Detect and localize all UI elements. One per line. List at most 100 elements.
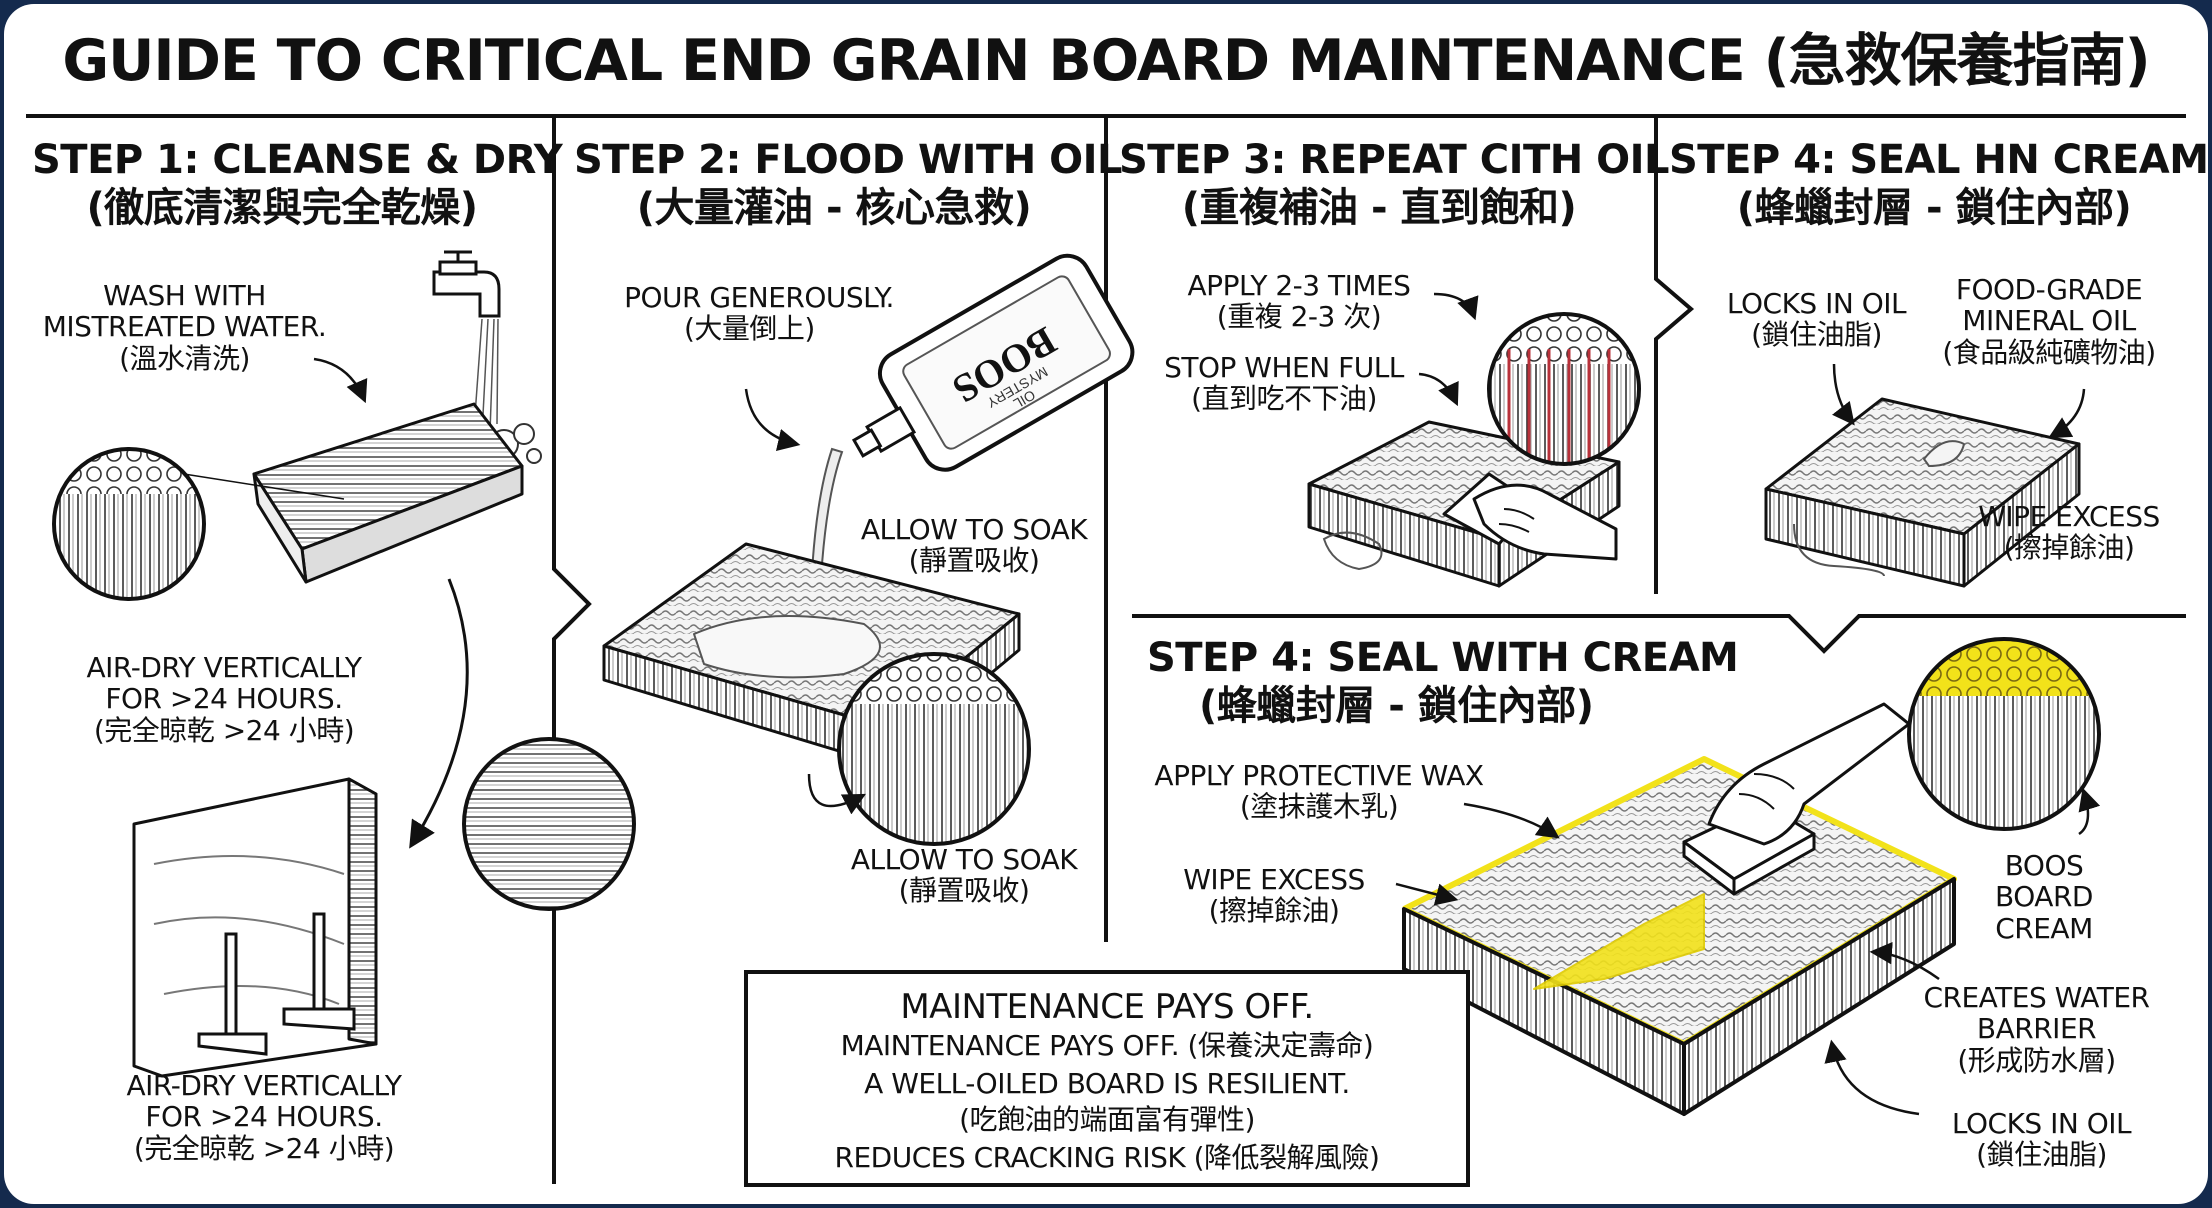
step3-apply-zh: (重複 2-3 次) <box>1216 300 1382 334</box>
step2-soak-en: ALLOW TO SOAK <box>860 513 1088 546</box>
wax-applicator-hand-icon <box>1682 702 1911 896</box>
oil-spill <box>1793 523 1885 577</box>
step1-wash-label: WASH WITH MISTREATED WATER. (溫水清洗) <box>32 280 337 374</box>
step3-stop-en: STOP WHEN FULL <box>1164 351 1404 384</box>
step4a-wipe-zh: (擦掉餘油) <box>2003 531 2135 565</box>
step2-pour-label: POUR GENEROUSLY. (大量倒上) <box>604 282 914 345</box>
step3-heading-zh: (重複補油 - 直到飽和) <box>1181 185 1577 231</box>
summary-box <box>744 970 1470 1187</box>
step3-apply-en: APPLY 2-3 TIMES <box>1187 269 1411 302</box>
step1-heading-zh: (徹底清潔與完全乾燥) <box>86 185 478 231</box>
arrow-stop-full <box>1418 372 1459 407</box>
step4b-apply-en: APPLY PROTECTIVE WAX <box>1154 759 1484 792</box>
arrow-food-grade <box>2048 388 2086 439</box>
step3-stop-label: STOP WHEN FULL (直到吃不下油) <box>1149 352 1419 415</box>
cream-board-small <box>1764 397 2081 588</box>
step4b-barrier-en-2: BARRIER <box>1976 1012 2097 1046</box>
step2-soak-label: ALLOW TO SOAK (靜置吸收) <box>844 514 1104 577</box>
step4b-cream-1: BOOS <box>2004 849 2084 882</box>
step3-apply-label: APPLY 2-3 TIMES (重複 2-3 次) <box>1159 270 1439 333</box>
drying-board <box>132 777 378 1078</box>
oil-bottle-icon: BOOS MYSTERY OIL <box>851 253 1135 472</box>
step1-airdry2-zh: (完全晾乾 >24 小時) <box>133 1131 395 1165</box>
oil-puddle <box>1322 531 1383 571</box>
summary-line-4: REDUCES CRACKING RISK (降低裂解風險) <box>834 1141 1380 1174</box>
step4b-heading: STEP 4: SEAL WITH CREAM <box>1147 635 1739 681</box>
step4b-locks-en: LOCKS IN OIL <box>1951 1107 2132 1140</box>
step4b-heading-zh: (蜂蠟封層 - 鎖住內部) <box>1199 683 1594 729</box>
step4b-cream-3: CREAM <box>1995 911 2093 945</box>
step1-airdry-label: AIR-DRY VERTICALLY FOR >24 HOURS. (完全晾乾 … <box>24 652 424 746</box>
arrow-locks-oil-2 <box>1824 1039 1920 1116</box>
summary-line-1: MAINTENANCE PAYS OFF. (保養決定壽命) <box>840 1029 1374 1062</box>
step1-airdry-zh: (完全晾乾 >24 小時) <box>93 713 355 747</box>
step4a-locks-label: LOCKS IN OIL (鎖住油脂) <box>1709 288 1924 351</box>
step1-heading: STEP 1: CLEANSE & DRY <box>32 137 563 183</box>
step3-heading: STEP 3: REPEAT CITH OIL <box>1119 137 1670 183</box>
step4b-locks-label: LOCKS IN OIL (鎖住油脂) <box>1924 1108 2159 1171</box>
drying-stand <box>197 912 356 1056</box>
summary-title: MAINTENANCE PAYS OFF. <box>900 987 1314 1027</box>
step4b-barrier-en-1: CREATES WATER <box>1923 981 2150 1014</box>
step4a-heading: STEP 4: SEAL HN CREAM <box>1669 137 2208 183</box>
oil-drip-magnifier <box>462 737 636 911</box>
waxed-board <box>1402 756 1957 1116</box>
step4a-wipe-en: WIPE EXCESS <box>1978 500 2160 533</box>
step1-airdry2-en-2: FOR >24 HOURS. <box>145 1100 383 1134</box>
step4b-apply-label: APPLY PROTECTIVE WAX (塗抹護木乳) <box>1154 760 1484 823</box>
step2-soak2-zh: (靜置吸收) <box>898 874 1030 908</box>
step2-pour-en: POUR GENEROUSLY. <box>624 281 894 314</box>
summary-line-3: (吃飽油的端面富有彈性) <box>959 1103 1255 1136</box>
step1-airdry-en-2: FOR >24 HOURS. <box>105 682 343 716</box>
step1-airdry2-en-1: AIR-DRY VERTICALLY <box>126 1069 402 1102</box>
step4a-wipe-label: WIPE EXCESS (擦掉餘油) <box>1954 501 2184 564</box>
step3-stop-zh: (直到吃不下油) <box>1191 382 1377 416</box>
arrow-apply-wax <box>1463 802 1560 839</box>
step4b-barrier-zh: (形成防水層) <box>1957 1043 2116 1077</box>
arrow-soak <box>807 773 866 815</box>
arrow-apply-times <box>1433 292 1479 321</box>
arrow-water-barrier <box>1869 941 1940 981</box>
step2-pour-zh: (大量倒上) <box>684 312 815 346</box>
arrow-boos-cream <box>2078 787 2101 836</box>
step4a-food-en-2: MINERAL OIL <box>1962 304 2136 338</box>
step1-wash-en-1: WASH WITH <box>103 279 266 312</box>
step4b-cream-label: BOOS BOARD CREAM <box>1969 850 2119 944</box>
arrow-pour <box>744 388 801 451</box>
wet-board <box>252 402 524 584</box>
step4a-locks-en: LOCKS IN OIL <box>1726 287 1907 320</box>
step4b-wipe-en: WIPE EXCESS <box>1183 863 1365 896</box>
step1-airdry-en-1: AIR-DRY VERTICALLY <box>86 651 362 684</box>
arrow-locks-oil <box>1832 363 1855 426</box>
step2-heading: STEP 2: FLOOD WITH OIL <box>574 137 1123 183</box>
step4b-wipe-label: WIPE EXCESS (擦掉餘油) <box>1164 864 1384 927</box>
step2-soak-label-2: ALLOW TO SOAK (靜置吸收) <box>834 844 1094 907</box>
step4a-locks-zh: (鎖住油脂) <box>1751 318 1882 352</box>
wax-grain-magnifier <box>1907 637 2101 831</box>
arrow-wipe-excess <box>1395 882 1459 906</box>
infographic-card: BOOS MYSTERY OIL <box>4 4 2208 1204</box>
end-grain-magnifier-2 <box>837 652 1031 846</box>
panel-dividers <box>26 114 2186 1184</box>
summary-line-2: A WELL-OILED BOARD IS RESILIENT. <box>864 1067 1350 1100</box>
step4b-locks-zh: (鎖住油脂) <box>1976 1138 2107 1172</box>
step4a-food-label: FOOD-GRADE MINERAL OIL (食品級純礦物油) <box>1919 274 2179 368</box>
page-title: GUIDE TO CRITICAL END GRAIN BOARD MAINTE… <box>62 28 2150 94</box>
step2-soak-zh: (靜置吸收) <box>908 544 1040 578</box>
step4a-food-en-1: FOOD-GRADE <box>1955 273 2143 306</box>
step4b-wipe-zh: (擦掉餘油) <box>1208 894 1340 928</box>
step4b-apply-zh: (塗抹護木乳) <box>1239 790 1399 824</box>
step4a-heading-zh: (蜂蠟封層 - 鎖住內部) <box>1736 185 2132 231</box>
step2-heading-zh: (大量灌油 - 核心急救) <box>636 185 1032 231</box>
arrow-wash <box>313 357 368 404</box>
step4b-cream-2: BOARD <box>1995 880 2093 914</box>
step2-soak2-en: ALLOW TO SOAK <box>850 843 1078 876</box>
arrow-dry-down <box>409 578 469 849</box>
step1-wash-zh: (溫水清洗) <box>119 341 250 375</box>
step4b-barrier-label: CREATES WATER BARRIER (形成防水層) <box>1899 982 2174 1076</box>
faucet-icon <box>432 250 501 318</box>
step4a-food-zh: (食品級純礦物油) <box>1942 335 2156 369</box>
step1-wash-en-2: MISTREATED WATER. <box>42 310 327 344</box>
hand-with-cloth-icon <box>1442 472 1618 561</box>
step1-airdry-label-2: AIR-DRY VERTICALLY FOR >24 HOURS. (完全晾乾 … <box>64 1070 464 1164</box>
